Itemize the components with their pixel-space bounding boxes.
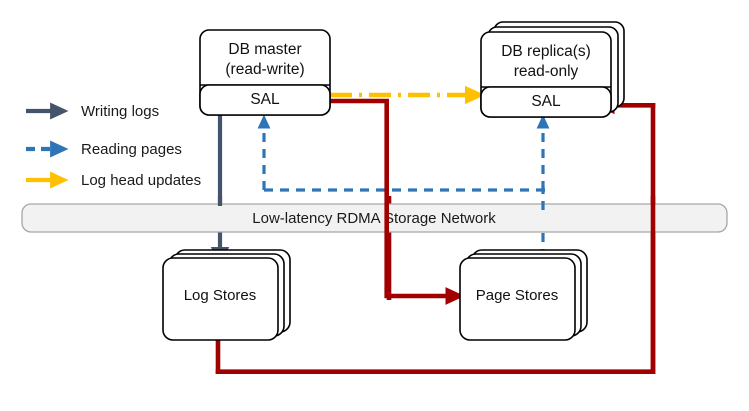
legend: Writing logs Reading pages Log head upda… <box>26 102 201 189</box>
db-replica-line1: DB replica(s) <box>501 43 591 60</box>
page-stores-node[interactable]: Page Stores <box>459 249 588 341</box>
db-replica-sal-label: SAL <box>531 93 561 110</box>
legend-label-log-head-updates: Log head updates <box>81 172 201 189</box>
legend-item-reading-pages: Reading pages <box>26 140 182 158</box>
db-master-line1: DB master <box>228 41 301 58</box>
db-master-node[interactable]: DB master (read-write) SAL <box>199 29 331 116</box>
db-master-sal-box[interactable] <box>199 84 331 116</box>
legend-item-writing-logs: Writing logs <box>26 102 159 120</box>
storage-network-label: Low-latency RDMA Storage Network <box>252 210 496 227</box>
db-replica-node[interactable]: DB replica(s) read-only SAL <box>480 21 625 118</box>
db-master-line2: (read-write) <box>225 61 304 78</box>
page-stores-label: Page Stores <box>476 287 559 304</box>
storage-network-bar: Low-latency RDMA Storage Network <box>21 203 728 233</box>
log-stores-stack-layer-1 <box>162 257 279 341</box>
legend-label-writing-logs: Writing logs <box>81 103 159 120</box>
db-master-sal-label: SAL <box>250 91 280 108</box>
legend-label-reading-pages: Reading pages <box>81 141 182 158</box>
db-replica-sal-box[interactable] <box>480 86 612 118</box>
legend-item-log-head-updates: Log head updates <box>26 171 201 189</box>
edge-reading-pages <box>257 114 550 210</box>
log-stores-label: Log Stores <box>184 287 257 304</box>
log-stores-node[interactable]: Log Stores <box>162 249 291 341</box>
db-replica-line2: read-only <box>514 63 579 80</box>
edge-page-flow-to-page-stores <box>330 98 465 305</box>
page-stores-stack-layer-1 <box>459 257 576 341</box>
